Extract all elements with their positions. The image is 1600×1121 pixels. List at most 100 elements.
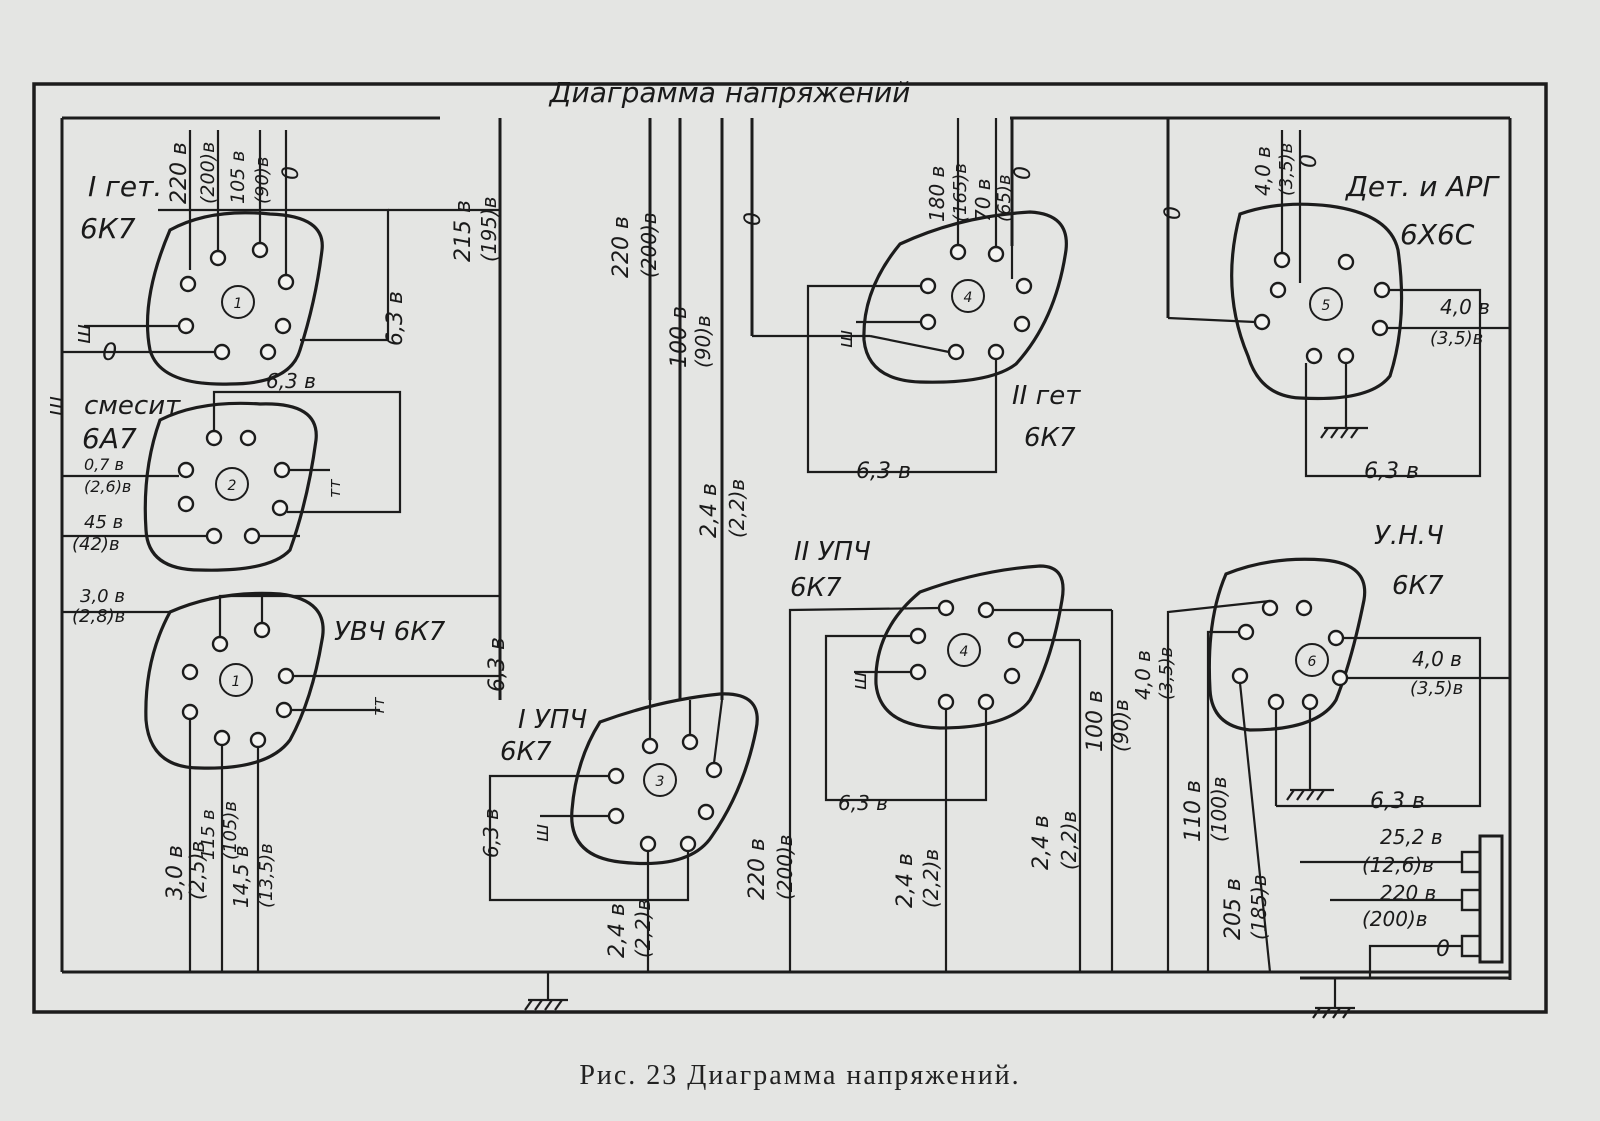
label-zeroB: 0	[741, 212, 766, 226]
label-ttA: тт	[325, 479, 344, 498]
tube-upch-i: 3	[488, 692, 759, 972]
label-v105a: 105 в	[227, 150, 249, 204]
label-v165: (165)в	[950, 163, 971, 222]
label-v195: (195)в	[477, 196, 501, 262]
label-v105b: (105)в	[220, 801, 241, 860]
ground-symbol-bottom-left	[524, 972, 568, 1011]
tube-het-i-name: I гет.	[88, 170, 162, 203]
label-zeroC: 0	[1011, 166, 1036, 180]
label-ttB: тт	[369, 697, 388, 716]
label-v40c: 4,0 в	[1131, 650, 1155, 700]
tube-unch-name: У.Н.Ч	[1374, 521, 1444, 551]
label-v220a: 220 в	[167, 142, 192, 204]
label-v126: (12,6)в	[1362, 853, 1434, 877]
label-v076: 0,7 в	[84, 455, 124, 474]
tube-het-ii-type: 6К7	[1024, 423, 1076, 453]
tube-det-arg: 5	[1167, 130, 1510, 478]
label-v63d: 6,3 в	[479, 808, 503, 858]
bus-frame	[60, 116, 1512, 980]
tube-unch-number: 6	[1308, 654, 1317, 670]
label-v90a: (90)в	[252, 156, 273, 204]
label-shSide: ш	[43, 396, 68, 416]
tube-het-ii-number: 4	[964, 290, 973, 306]
label-zeroF: 0	[1436, 937, 1450, 962]
tube-unch-type: 6К7	[1392, 571, 1444, 601]
label-v65: (65)в	[994, 174, 1015, 222]
label-v35d: (3,5)в	[1410, 678, 1463, 699]
label-v220d: 220 в	[1380, 881, 1436, 905]
tube-mixer-number: 2	[228, 478, 237, 494]
label-v24c: 2,4 в	[893, 853, 918, 908]
label-v26: (2,6)в	[84, 477, 131, 496]
label-v63e: 6,3 в	[856, 459, 911, 484]
ground-symbol-bottom-right	[1312, 978, 1355, 1019]
tube-mixer: 2	[62, 390, 402, 572]
tube-uvch-name: УВЧ 6К7	[334, 617, 446, 647]
label-v205: 205 в	[1221, 878, 1246, 940]
label-v63a: 6,3 в	[383, 291, 408, 346]
label-v200d: (200)в	[1362, 907, 1428, 931]
tube-het-i: 1	[62, 130, 390, 386]
label-v100a: 100 в	[667, 306, 692, 368]
tube-het-ii: 4	[752, 118, 1068, 474]
label-v63h: 6,3 в	[1370, 789, 1425, 814]
label-v42: (42)в	[72, 534, 120, 555]
label-shA: ш	[71, 324, 96, 344]
tube-uvch: 1	[62, 591, 500, 972]
label-zeroD: 0	[1161, 206, 1186, 220]
tube-upch-ii-name: II УПЧ	[794, 537, 871, 567]
diagram-title: Диаграмма напряжений	[548, 76, 911, 109]
label-v70: 70 в	[971, 178, 995, 222]
tube-upch-i-type: 6К7	[500, 737, 552, 767]
label-zeroLeft: 0	[102, 338, 117, 366]
label-v63b: 6,3 в	[266, 369, 316, 393]
label-v100c: (100)в	[1207, 776, 1231, 842]
label-zeroA: 0	[279, 166, 304, 180]
tube-upch-i-name: I УПЧ	[518, 705, 587, 735]
label-v30b: 3,0 в	[80, 586, 125, 607]
label-v90b: (90)в	[691, 315, 715, 368]
tube-upch-i-number: 3	[656, 774, 665, 790]
label-v24a: 2,4 в	[697, 483, 722, 538]
label-v100b: 100 в	[1083, 690, 1108, 752]
label-v63c: 6,3 в	[485, 637, 510, 692]
tube-det-arg-type: 6Х6С	[1400, 218, 1475, 251]
label-v24d: 2,4 в	[1029, 815, 1054, 870]
label-v63f: 6,3 в	[1364, 459, 1419, 484]
label-v90c: (90)в	[1109, 699, 1133, 752]
label-v35a: (3,5)в	[1276, 143, 1297, 196]
label-v28b: (2,8)в	[72, 606, 125, 627]
tube-det-arg-number: 5	[1322, 298, 1331, 314]
label-v22b: (2,2)в	[631, 899, 655, 958]
label-v220c: 220 в	[745, 838, 770, 900]
label-v200c: (200)в	[773, 834, 797, 900]
tube-het-i-number: 1	[234, 296, 243, 312]
tube-det-arg-name: Дет. и АРГ	[1344, 170, 1500, 203]
label-v200b: (200)в	[637, 212, 661, 278]
label-v40a: 4,0 в	[1251, 146, 1275, 196]
label-shD: ш	[847, 672, 871, 690]
label-v40d: 4,0 в	[1412, 647, 1462, 671]
label-v40b: 4,0 в	[1440, 295, 1490, 319]
tube-het-i-type: 6К7	[80, 212, 136, 245]
label-v35c: (3,5)в	[1156, 647, 1177, 700]
label-v22c: (2,2)в	[919, 849, 943, 908]
label-v22d: (2,2)в	[1057, 811, 1081, 870]
label-v110: 110 в	[1181, 780, 1206, 842]
label-v22a: (2,2)в	[725, 479, 749, 538]
figure-caption: Рис. 23 Диаграмма напряжений.	[579, 1060, 1020, 1091]
tube-upch-ii-number: 4	[960, 644, 969, 660]
label-v30c: 3,0 в	[163, 845, 188, 900]
label-v63g: 6,3 в	[838, 791, 888, 815]
tube-upch-ii: 4	[788, 564, 1114, 972]
tube-mixer-type: 6А7	[82, 422, 137, 455]
label-v145: 14,5 в	[229, 845, 253, 908]
label-v252: 25,2 в	[1380, 825, 1443, 849]
label-v185: (185)в	[1247, 874, 1271, 940]
label-v24b: 2,4 в	[605, 903, 630, 958]
label-v25c: (2,5)в	[185, 841, 209, 900]
label-v115: 115 в	[198, 809, 219, 860]
label-v200a: (200)в	[197, 142, 219, 204]
